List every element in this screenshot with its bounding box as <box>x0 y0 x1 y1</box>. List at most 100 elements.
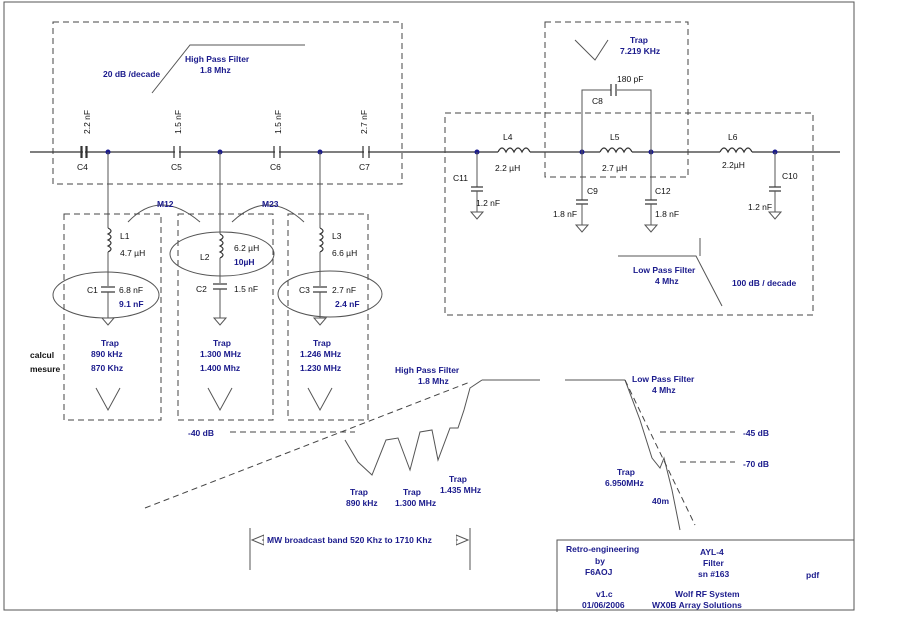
trapD-freq: 6.950MHz <box>605 478 644 488</box>
series-cap-c5 <box>173 145 181 159</box>
trap3-title: Trap <box>313 338 331 348</box>
c1-label: C1 <box>87 285 98 295</box>
trap3-freq-meas: 1.230 MHz <box>300 363 341 373</box>
m12-arc <box>127 204 201 223</box>
trap3-freq-calc: 1.246 MHz <box>300 349 341 359</box>
tb-version: v1.c <box>596 589 613 599</box>
trap1-notch-icon <box>95 387 121 412</box>
hpf-slope-sketch <box>151 44 305 94</box>
trapD-title: Trap <box>617 467 635 477</box>
lpf-title: Low Pass Filter <box>633 265 696 275</box>
l3-inductor <box>318 227 324 253</box>
trapC-title: Trap <box>449 474 467 484</box>
c2-value: 1.5 nF <box>234 284 258 294</box>
resp-hp-title: High Pass Filter <box>395 365 460 375</box>
tb-left3: F6AOJ <box>585 567 613 577</box>
hp-rolloff-asymptote <box>144 381 471 509</box>
lpf-slope: 100 dB / decade <box>732 278 797 288</box>
trap1-freq-calc: 890 kHz <box>91 349 123 359</box>
l6-inductor <box>719 147 753 154</box>
tb-date: 01/06/2006 <box>582 600 625 610</box>
db70-label: -70 dB <box>743 459 769 469</box>
c6-label: C6 <box>270 162 281 172</box>
series-cap-c6 <box>273 145 281 159</box>
c11-label: C11 <box>453 173 468 183</box>
c1-meas: 9.1 nF <box>119 299 144 309</box>
c3-meas: 2.4 nF <box>335 299 360 309</box>
lpf-trap-notch-icon <box>574 39 609 61</box>
c4-label: C4 <box>77 162 88 172</box>
trapC-freq: 1.435 MHz <box>440 485 481 495</box>
lpf-trap-title: Trap <box>630 35 648 45</box>
gnd-c11 <box>469 211 485 220</box>
c5-label: C5 <box>171 162 182 172</box>
l3-label: L3 <box>332 231 342 241</box>
l4-label: L4 <box>503 132 513 142</box>
c1-capacitor <box>101 286 115 293</box>
gnd-trap1 <box>100 317 116 326</box>
c6-value: 1.5 nF <box>273 110 283 134</box>
gnd-trap3 <box>312 317 328 326</box>
c12-label: C12 <box>655 186 671 196</box>
resp-lp-title: Low Pass Filter <box>632 374 695 384</box>
trapB-freq: 1.300 MHz <box>395 498 436 508</box>
trapB-title: Trap <box>403 487 421 497</box>
resp-lp-freq: 4 Mhz <box>652 385 676 395</box>
c10-value: 1.2 nF <box>748 202 772 212</box>
l3-value: 6.6 µH <box>332 248 357 258</box>
row-label-meas: mesure <box>30 364 61 374</box>
hpf-freq: 1.8 Mhz <box>200 65 231 75</box>
l6-value: 2.2µH <box>722 160 745 170</box>
trap3-notch-icon <box>307 387 333 412</box>
l1-inductor <box>106 227 112 253</box>
lp-rolloff-asymptote <box>624 379 696 526</box>
c2-label: C2 <box>196 284 207 294</box>
lpf-trap-dashed-box <box>544 21 689 178</box>
l2-label: L2 <box>200 252 210 262</box>
trap1-title: Trap <box>101 338 119 348</box>
l2-calc: 6.2 µH <box>234 243 259 253</box>
tb-right2: Filter <box>703 558 724 568</box>
c3-capacitor <box>313 286 327 293</box>
c7-value: 2.7 nF <box>359 110 369 134</box>
trap3-dashed-box <box>287 213 369 421</box>
l1-label: L1 <box>120 231 130 241</box>
l4-value: 2.2 µH <box>495 163 520 173</box>
lp-response-curve <box>624 379 681 531</box>
row-label-calc: calcul <box>30 350 54 360</box>
l5-value: 2.7 µH <box>602 163 627 173</box>
trap3-ellipse <box>277 270 383 318</box>
l5-label: L5 <box>610 132 620 142</box>
trap2-notch-icon <box>207 387 233 412</box>
tb-company1: Wolf RF System <box>675 589 740 599</box>
l5-inductor <box>599 147 633 154</box>
c12-value: 1.8 nF <box>655 209 679 219</box>
trapA-freq: 890 kHz <box>346 498 378 508</box>
c2-capacitor <box>213 283 227 290</box>
tb-left2: by <box>595 556 605 566</box>
c8-value: 180 pF <box>617 74 643 84</box>
c5-value: 1.5 nF <box>173 110 183 134</box>
m23-arc <box>231 204 305 223</box>
hpf-slope: 20 dB /decade <box>103 69 160 79</box>
outer-border <box>3 1 855 611</box>
c1-calc: 6.8 nF <box>119 285 143 295</box>
m23-label: M23 <box>262 199 279 209</box>
trap2-title: Trap <box>213 338 231 348</box>
l2-meas: 10µH <box>234 257 255 267</box>
trap1-dashed-box <box>63 213 162 421</box>
hp-response-curve <box>344 379 483 476</box>
trap2-freq-calc: 1.300 MHz <box>200 349 241 359</box>
hpf-dashed-box <box>52 21 403 185</box>
db40-label: -40 dB <box>188 428 214 438</box>
mw-band-label: MW broadcast band 520 Khz to 1710 Khz <box>267 535 432 545</box>
gnd-c12 <box>643 224 659 233</box>
trap2-ellipse <box>169 231 275 277</box>
c4-value: 2.2 nF <box>82 110 92 134</box>
l1-value: 4.7 µH <box>120 248 145 258</box>
tb-pdf: pdf <box>806 570 819 580</box>
c9-value: 1.8 nF <box>553 209 577 219</box>
hpf-title: High Pass Filter <box>185 54 250 64</box>
